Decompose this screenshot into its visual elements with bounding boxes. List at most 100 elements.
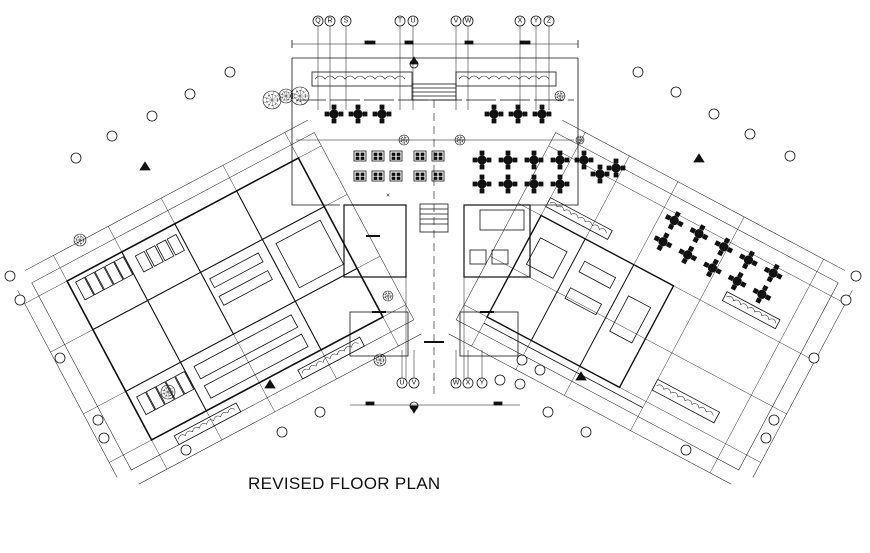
- tree: [262, 90, 282, 110]
- dining-tables-center: [324, 104, 626, 194]
- grid-bubble: [632, 66, 644, 78]
- table-set: [353, 170, 367, 182]
- grid-bubble-label: S: [344, 18, 349, 25]
- grid-bubble: W: [462, 15, 474, 27]
- grid-bubble: [708, 108, 720, 120]
- grid-bubble: [516, 354, 528, 366]
- grid-bubble-label: Q: [315, 18, 321, 25]
- grid-bubble-label: T: [398, 18, 403, 25]
- grid-bubble: [744, 128, 756, 140]
- table-set: [714, 237, 734, 257]
- table-set: [508, 104, 528, 124]
- table-set: [763, 263, 783, 283]
- grid-bubble-label: X: [466, 380, 471, 387]
- grid-bubble: V: [450, 15, 462, 27]
- tree: [575, 135, 585, 145]
- grid-bubble: [184, 88, 196, 100]
- grid-bubble: R: [324, 15, 336, 27]
- section-marker: [264, 379, 276, 389]
- grid-bubble: [580, 426, 592, 438]
- stall: [165, 376, 185, 400]
- table-set: [678, 245, 698, 265]
- grid-line: [489, 256, 787, 415]
- table-set: [574, 150, 594, 170]
- section-marker: [693, 153, 705, 163]
- grid-bubble: [768, 414, 780, 426]
- stall: [94, 266, 114, 291]
- table-set: [739, 250, 758, 270]
- tree: [73, 233, 87, 247]
- table-set: [689, 224, 709, 244]
- grid-bubble: [70, 152, 82, 164]
- stall: [75, 276, 95, 301]
- grid-bubble: [514, 378, 526, 390]
- section-marker: [139, 161, 151, 171]
- grid-bubble-label: V: [412, 380, 417, 387]
- grid-bubble-label: X: [518, 18, 523, 25]
- grid-bubble: [850, 270, 862, 282]
- grid-bubble: [224, 66, 236, 78]
- tree: [278, 88, 294, 104]
- dining-tables-right: [653, 211, 783, 304]
- tree: [160, 384, 176, 400]
- table-set: [413, 170, 427, 182]
- grid-bubble-label: W: [453, 380, 460, 387]
- grid-bubble: [680, 444, 692, 456]
- table-set: [371, 150, 385, 162]
- grid-bubble-label: W: [465, 18, 472, 25]
- grid-line: [630, 216, 745, 431]
- tree: [373, 353, 387, 367]
- grid-bubble: [54, 352, 66, 364]
- grid-bubble: [276, 426, 288, 438]
- grid-bubble-label: Y: [534, 18, 539, 25]
- grid-bubble: Z: [543, 15, 555, 27]
- toilet-stalls: [75, 233, 195, 416]
- stall: [84, 271, 105, 296]
- grid-bubble: [840, 294, 852, 306]
- section-marker: [575, 371, 587, 381]
- grid-bubble: [760, 432, 772, 444]
- grid-bubble: [542, 406, 554, 418]
- table-set: [524, 150, 544, 170]
- table-set: [372, 104, 392, 124]
- landscape-trees: [73, 86, 585, 400]
- left-wing-grid: [24, 132, 406, 470]
- top-grid-lines: [317, 26, 550, 110]
- grid-bubble: U: [407, 15, 419, 27]
- table-set: [664, 211, 684, 230]
- tree: [398, 134, 410, 146]
- grid-bubble: [670, 86, 682, 98]
- grid-bubble: X: [514, 15, 526, 27]
- grid-bubble-label: Y: [480, 380, 485, 387]
- stall: [145, 245, 164, 267]
- grid-bubble: Y: [476, 377, 488, 389]
- table-set: [498, 150, 518, 170]
- grid-bubble: [180, 444, 192, 456]
- grid-bubble: [808, 352, 820, 364]
- bottom-grid-lines: [401, 350, 483, 378]
- stall: [155, 239, 175, 262]
- grid-bubble-label: V: [454, 18, 459, 25]
- grid-bubble: U: [396, 377, 408, 389]
- grid-bubble: [106, 130, 118, 142]
- table-set: [498, 174, 518, 194]
- central-wing: ×: [291, 26, 626, 414]
- table-set: [348, 104, 368, 124]
- table-set: [484, 104, 504, 124]
- tree: [382, 290, 394, 302]
- table-set: [413, 150, 427, 162]
- table-set: [532, 104, 552, 124]
- left-wing: [17, 119, 422, 485]
- table-set: [371, 170, 385, 182]
- grid-bubble-label: R: [327, 18, 332, 25]
- table-set: [727, 271, 747, 291]
- table-set: [472, 150, 492, 170]
- table-set: [653, 232, 673, 252]
- grid-bubble: [92, 414, 104, 426]
- table-set: [703, 258, 722, 278]
- grid-bubble: [314, 406, 326, 418]
- stall: [104, 261, 124, 285]
- grid-line: [548, 145, 846, 304]
